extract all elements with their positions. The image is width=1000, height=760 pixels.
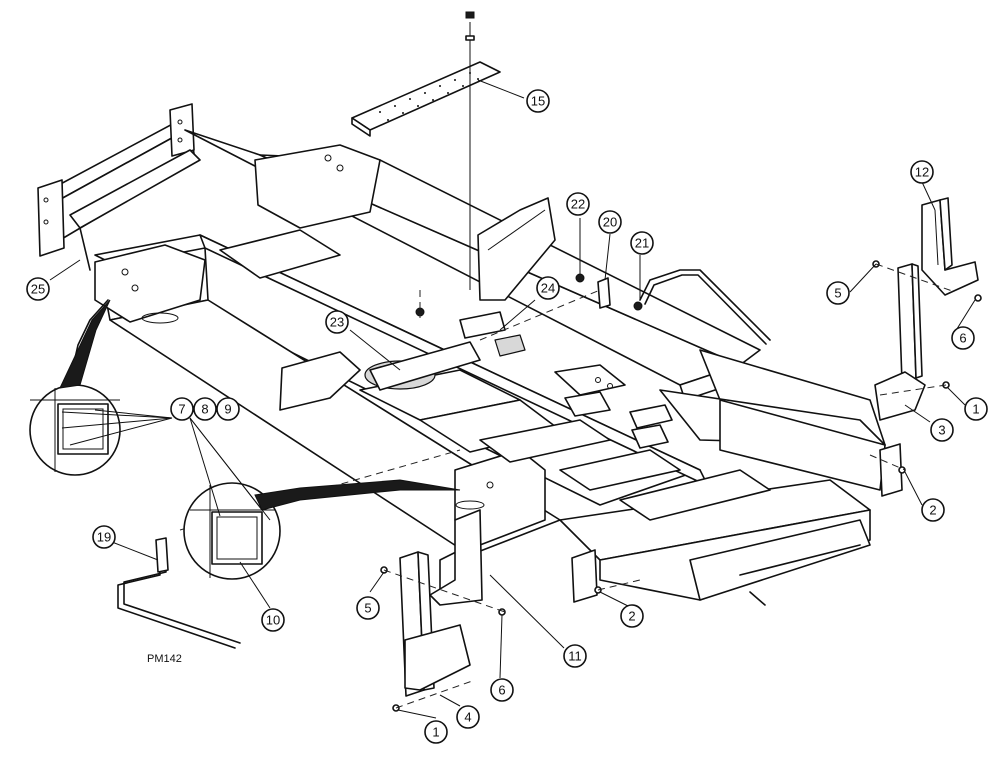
drawing-code: PM142 [147, 653, 182, 665]
bracket-12 [921, 197, 979, 296]
callout-label: 5 [364, 601, 371, 616]
callout-c4: 4 [456, 705, 480, 729]
callout-circle [620, 604, 644, 628]
callout-label: 9 [224, 402, 231, 417]
rod-21 [639, 269, 771, 345]
callout-c6b: 6 [490, 678, 514, 702]
callout-c19: 19 [92, 525, 116, 549]
callout-label: 2 [929, 503, 936, 518]
fasteners [380, 260, 982, 712]
callout-label: 5 [834, 286, 841, 301]
callout-c11: 11 [563, 644, 587, 668]
bracket-3 [874, 263, 926, 421]
callout-circle [216, 397, 240, 421]
callout-circle [921, 498, 945, 522]
callout-c2b: 2 [620, 604, 644, 628]
callout-c5a: 5 [826, 281, 850, 305]
leader-lines [49, 79, 976, 719]
callout-balloons: 15 12 22 20 21 24 23 25 5 6 1 3 2 7 8 9 10 19 5 2 11 6 4 1 [26, 89, 988, 744]
callout-label: 15 [531, 94, 545, 109]
callout-c1a: 1 [964, 397, 988, 421]
callout-circle [563, 644, 587, 668]
callout-c6a: 6 [951, 326, 975, 350]
callout-label: 12 [915, 165, 929, 180]
rod-19 [117, 537, 241, 649]
callout-c7: 7 [170, 397, 194, 421]
callout-label: 3 [938, 423, 945, 438]
callout-label: 24 [541, 281, 555, 296]
callout-circle [826, 281, 850, 305]
callout-label: 23 [330, 315, 344, 330]
callout-circle [325, 310, 349, 334]
callout-label: 8 [201, 402, 208, 417]
callout-c12: 12 [910, 160, 934, 184]
callout-c22: 22 [566, 192, 590, 216]
callout-c23: 23 [325, 310, 349, 334]
bracket-11 [429, 509, 483, 606]
callout-label: 4 [464, 710, 471, 725]
callout-circle [356, 596, 380, 620]
callout-label: 21 [635, 236, 649, 251]
callout-label: 22 [571, 197, 585, 212]
callout-c10: 10 [261, 608, 285, 632]
callout-label: 10 [266, 613, 280, 628]
callout-label: 6 [498, 683, 505, 698]
callout-circle [424, 720, 448, 744]
callout-circle [456, 705, 480, 729]
callout-c5b: 5 [356, 596, 380, 620]
plate-20 [597, 277, 611, 309]
callout-c24: 24 [536, 276, 560, 300]
callout-circle [92, 525, 116, 549]
callout-c9: 9 [216, 397, 240, 421]
main-frame [37, 103, 903, 606]
callout-circle [630, 231, 654, 255]
callout-circle [536, 276, 560, 300]
callout-circle [910, 160, 934, 184]
callout-label: 20 [603, 215, 617, 230]
callout-c20: 20 [598, 210, 622, 234]
detail-inset-left [29, 299, 121, 476]
callout-label: 2 [628, 609, 635, 624]
step-plate-15 [351, 11, 501, 290]
callout-label: 19 [97, 530, 111, 545]
callout-label: 1 [432, 725, 439, 740]
callout-label: 7 [178, 402, 185, 417]
callout-c21: 21 [630, 231, 654, 255]
callout-circle [598, 210, 622, 234]
callout-label: 1 [972, 402, 979, 417]
callout-circle [930, 418, 954, 442]
callout-c15: 15 [526, 89, 550, 113]
callout-c8: 8 [193, 397, 217, 421]
deflector-plate [477, 197, 556, 301]
callout-circle [566, 192, 590, 216]
callout-c25: 25 [26, 277, 50, 301]
callout-circle [26, 277, 50, 301]
callout-c2a: 2 [921, 498, 945, 522]
callout-c1b: 1 [424, 720, 448, 744]
callout-circle [170, 397, 194, 421]
callout-circle [951, 326, 975, 350]
detail-inset-center [183, 479, 461, 580]
callout-label: 11 [568, 649, 582, 664]
callout-circle [490, 678, 514, 702]
callout-circle [964, 397, 988, 421]
callout-circle [261, 608, 285, 632]
callout-label: 25 [31, 282, 45, 297]
callout-c3: 3 [930, 418, 954, 442]
callout-circle [193, 397, 217, 421]
callout-circle [526, 89, 550, 113]
callout-label: 6 [959, 331, 966, 346]
